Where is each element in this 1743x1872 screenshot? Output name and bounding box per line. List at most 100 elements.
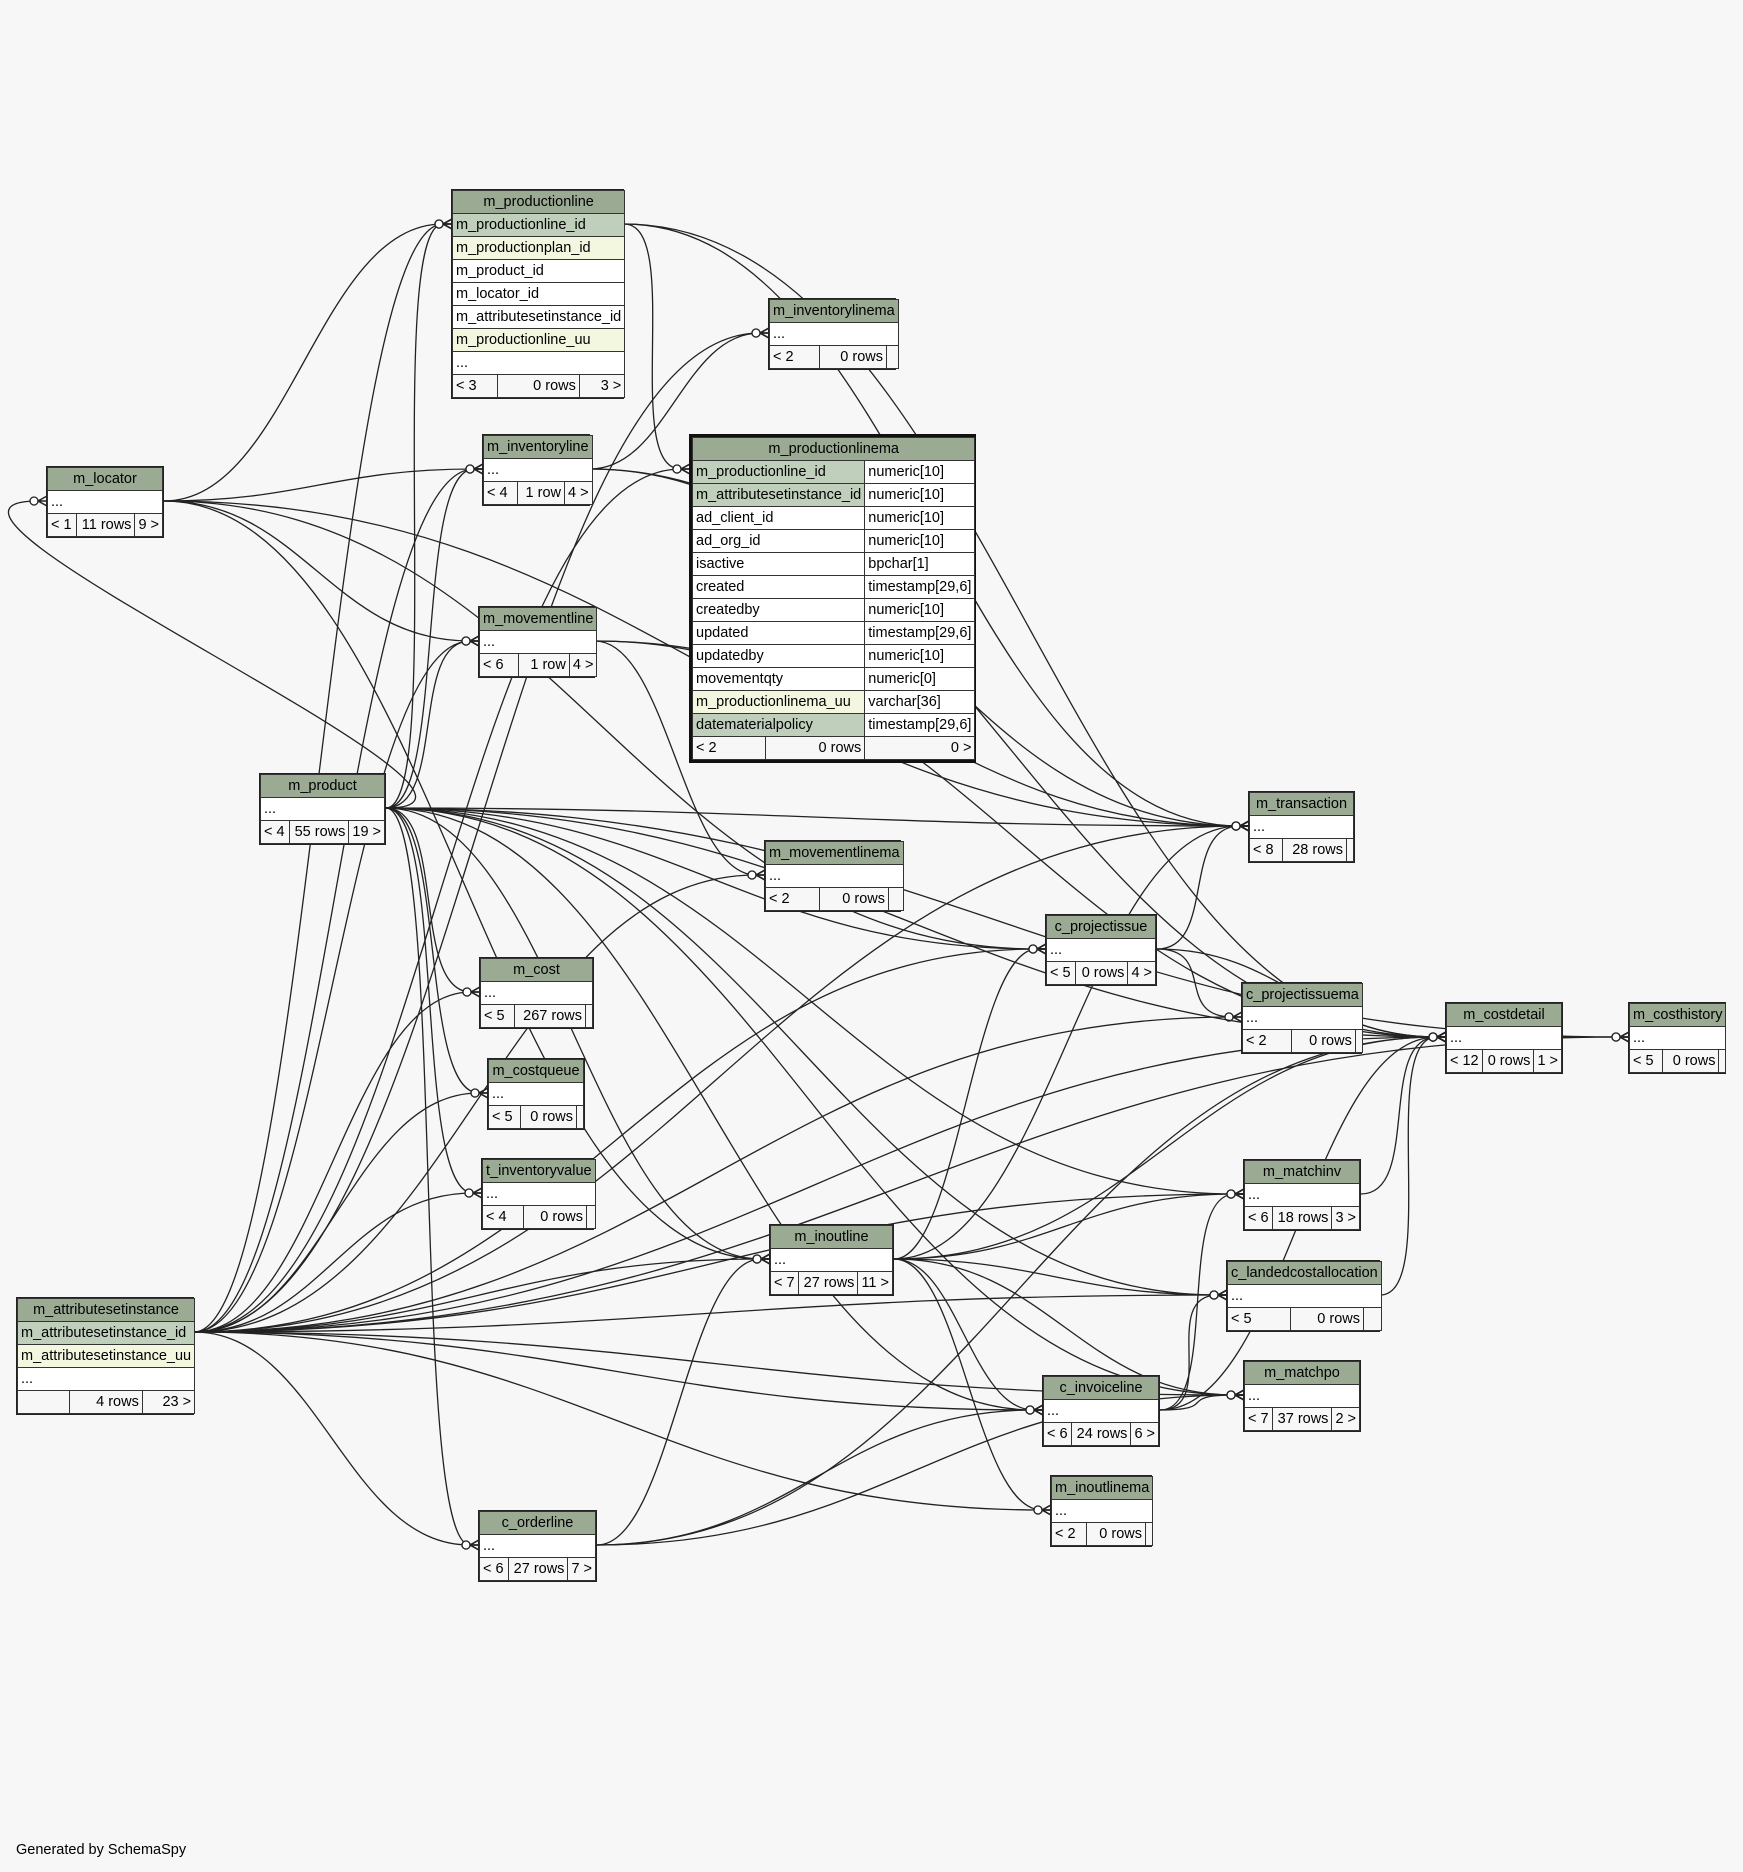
children-count[interactable]: 4 > <box>564 481 593 505</box>
table-title[interactable]: m_inoutline <box>770 1225 893 1249</box>
parents-count[interactable]: < 7 <box>1243 1407 1274 1431</box>
children-count[interactable] <box>1718 1049 1727 1073</box>
children-count[interactable]: 4 > <box>1127 961 1156 985</box>
children-count[interactable] <box>1363 1307 1382 1331</box>
parents-count[interactable]: < 6 <box>479 1557 509 1581</box>
column-name: movementqty <box>691 667 866 691</box>
children-count[interactable]: 3 > <box>1331 1206 1360 1230</box>
parents-count[interactable]: < 5 <box>1629 1049 1663 1073</box>
parents-count[interactable]: < 2 <box>1242 1029 1292 1053</box>
parents-count[interactable]: < 6 <box>1243 1206 1274 1230</box>
parents-count[interactable]: < 1 <box>47 513 77 537</box>
children-count[interactable]: 0 > <box>864 736 976 760</box>
parents-count[interactable] <box>17 1390 70 1414</box>
parents-count[interactable]: < 6 <box>1042 1422 1073 1446</box>
parents-count[interactable]: < 5 <box>487 1105 522 1129</box>
parents-count[interactable]: < 5 <box>1227 1307 1291 1331</box>
table-title[interactable]: m_matchpo <box>1244 1361 1360 1385</box>
table-title[interactable]: m_transaction <box>1249 792 1354 816</box>
table-title[interactable]: m_costqueue <box>488 1059 584 1083</box>
children-count[interactable] <box>1346 838 1354 862</box>
table-title[interactable]: m_inventorylinema <box>769 299 899 323</box>
relationship-edge <box>385 807 480 1094</box>
table-title[interactable]: m_productionlinema <box>691 437 976 461</box>
children-count[interactable] <box>886 345 899 369</box>
table-title[interactable]: c_projectissuema <box>1242 983 1363 1007</box>
parents-count[interactable]: < 12 <box>1445 1049 1484 1073</box>
children-count[interactable] <box>585 1004 593 1028</box>
parents-count[interactable]: < 4 <box>482 1205 524 1229</box>
table-m-attributesetinstance[interactable]: m_attributesetinstance m_attributesetins… <box>16 1297 196 1415</box>
table-title[interactable]: c_projectissue <box>1046 915 1156 939</box>
children-count[interactable]: 9 > <box>134 513 163 537</box>
parents-count[interactable]: < 8 <box>1248 838 1284 862</box>
children-count[interactable] <box>576 1105 584 1129</box>
parents-count[interactable]: < 2 <box>765 887 820 911</box>
table-title[interactable]: c_invoiceline <box>1043 1376 1159 1400</box>
children-count[interactable] <box>888 887 904 911</box>
columns-ellipsis: ... <box>488 1082 584 1106</box>
table-title[interactable]: m_inventoryline <box>483 435 593 459</box>
table-title[interactable]: m_productionline <box>451 190 626 214</box>
table-title[interactable]: m_matchinv <box>1244 1160 1360 1184</box>
children-count[interactable]: 23 > <box>141 1390 196 1414</box>
columns-ellipsis: ... <box>480 981 593 1005</box>
children-count[interactable]: 7 > <box>567 1557 596 1581</box>
parents-count[interactable]: < 2 <box>1051 1522 1087 1546</box>
parents-count[interactable]: < 2 <box>769 345 820 369</box>
table-title[interactable]: t_inventoryvalue <box>482 1159 596 1183</box>
children-count[interactable]: 11 > <box>857 1271 893 1295</box>
parents-count[interactable]: < 6 <box>479 653 519 677</box>
parents-count[interactable]: < 4 <box>259 820 291 844</box>
parents-count[interactable]: < 7 <box>769 1271 800 1295</box>
children-count[interactable] <box>1354 1029 1363 1053</box>
table-title[interactable]: c_orderline <box>479 1511 596 1535</box>
table-title[interactable]: c_landedcostallocation <box>1227 1261 1382 1285</box>
children-count[interactable] <box>586 1205 596 1229</box>
table-title[interactable]: m_costhistory <box>1628 1003 1727 1027</box>
table-title[interactable]: m_cost <box>480 958 593 982</box>
children-count[interactable]: 6 > <box>1130 1422 1159 1446</box>
children-count[interactable]: 3 > <box>578 374 626 398</box>
parents-count[interactable]: < 5 <box>479 1004 516 1028</box>
children-count[interactable]: 1 > <box>1533 1049 1562 1073</box>
table-title[interactable]: m_locator <box>47 467 163 491</box>
table-m-productionline[interactable]: m_productionline m_productionline_id m_p… <box>451 189 626 399</box>
children-count[interactable]: 2 > <box>1331 1407 1360 1431</box>
table-title[interactable]: m_movementlinema <box>765 841 904 865</box>
table-title[interactable]: m_costdetail <box>1446 1003 1562 1027</box>
table-title[interactable]: m_inoutlinema <box>1050 1476 1154 1500</box>
children-count[interactable]: 4 > <box>568 653 598 677</box>
parents-count[interactable]: < 4 <box>483 481 518 505</box>
children-count[interactable] <box>1144 1522 1154 1546</box>
table-title[interactable]: m_movementline <box>478 607 598 631</box>
parents-count[interactable]: < 2 <box>692 736 766 760</box>
children-count[interactable]: 19 > <box>348 820 385 844</box>
table-title[interactable]: m_attributesetinstance <box>16 1298 196 1322</box>
parents-count[interactable]: < 5 <box>1045 961 1077 985</box>
table-title[interactable]: m_product <box>260 774 385 798</box>
parents-count[interactable]: < 3 <box>451 374 499 398</box>
